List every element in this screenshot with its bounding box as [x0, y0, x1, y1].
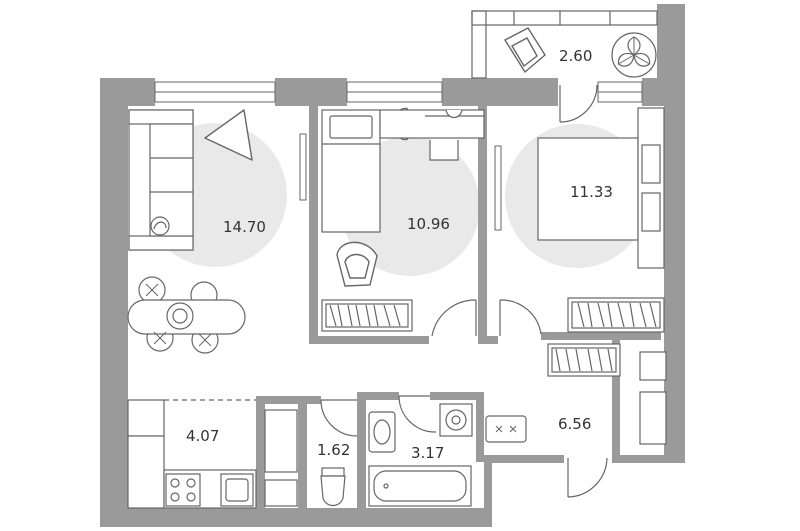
bedroom2-door: [499, 299, 542, 336]
balcony-door: [559, 84, 598, 123]
area-kitchen: 4.07: [186, 427, 219, 445]
desk-icon: [379, 109, 485, 161]
sofa-icon: [128, 109, 194, 251]
balcony-plant-icon: [611, 32, 657, 78]
entrance-door: [567, 457, 608, 498]
bathroom-door: [398, 395, 437, 433]
area-bedroom-2: 11.33: [570, 183, 613, 201]
double-bed-icon: [537, 107, 665, 269]
area-wc: 1.62: [317, 441, 350, 459]
bedroom1-wardrobe-icon: [321, 299, 413, 332]
armchair-small-icon: [150, 216, 170, 236]
area-balcony: 2.60: [559, 47, 592, 65]
bedroom2-wardrobe-icon: [567, 297, 665, 333]
area-bedroom-1: 10.96: [407, 215, 450, 233]
area-living: 14.70: [223, 218, 266, 236]
balcony-chair-icon: [504, 27, 546, 74]
area-bathroom: 3.17: [411, 444, 444, 462]
hall-shelf-icons: [639, 351, 667, 445]
dining-table-icon: [127, 276, 246, 354]
walls: [100, 4, 685, 527]
balcony: [471, 10, 658, 79]
dining-chair-marks: [145, 283, 212, 347]
side-table-icon: [204, 109, 253, 161]
washbasin-icon: [368, 411, 396, 453]
windows: [154, 81, 643, 103]
bedroom1-door: [431, 299, 477, 337]
hall-wardrobe-icon: [547, 343, 621, 377]
bedroom2-tv-icon: [494, 145, 502, 231]
toilet-icon: [320, 467, 346, 507]
hall-bench-icon: [485, 415, 527, 443]
area-labels: 14.70 10.96 11.33 2.60 4.07 1.62 3.17 6.…: [186, 47, 613, 462]
area-hall: 6.56: [558, 415, 591, 433]
stove-icon: [165, 473, 201, 507]
washing-machine-icon: [439, 403, 473, 437]
single-bed-icon: [321, 109, 381, 233]
kitchen-fridge-icon: [264, 409, 298, 507]
wc-door: [320, 399, 358, 437]
bathtub-icon: [368, 465, 472, 507]
sink-icon: [220, 473, 254, 507]
tv-stand-icon: [299, 133, 307, 201]
bedroom1-armchair-icon: [336, 241, 378, 287]
